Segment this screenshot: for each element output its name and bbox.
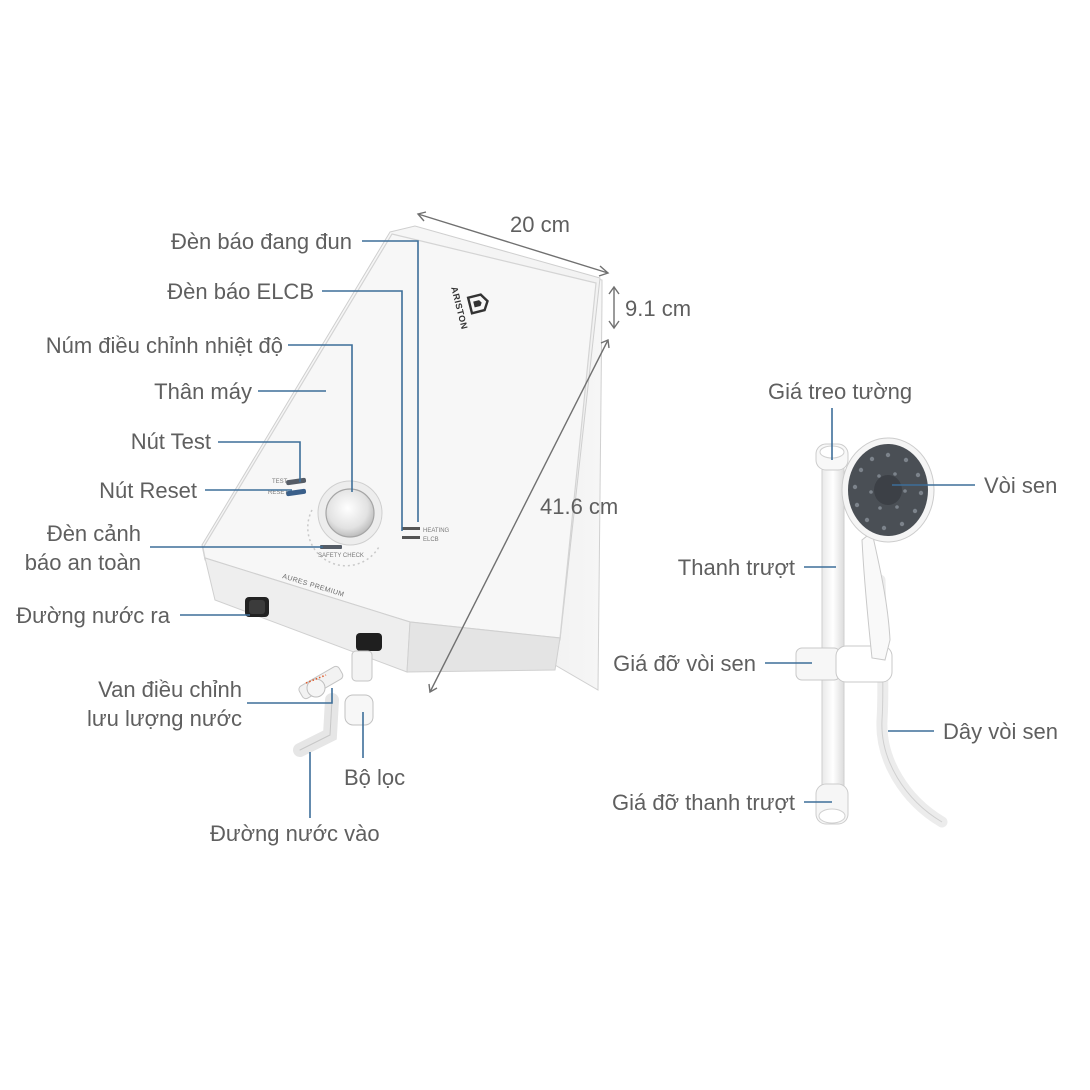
elcb-indicator bbox=[402, 536, 420, 539]
filter-housing bbox=[344, 694, 374, 726]
label-temp-knob: Núm điều chỉnh nhiệt độ bbox=[46, 333, 283, 358]
heater-leaders bbox=[150, 240, 419, 818]
label-flow-valve-2: lưu lượng nước bbox=[87, 706, 242, 731]
water-heater: ARISTON TEST RESET HEATING ELCB SAFETY C… bbox=[201, 225, 603, 757]
shower-handle bbox=[861, 531, 891, 661]
label-test-button: Nút Test bbox=[131, 429, 211, 454]
label-shower-head: Vòi sen bbox=[984, 473, 1057, 498]
label-flow-valve-1: Van điều chỉnh bbox=[98, 677, 242, 702]
shower-set bbox=[795, 437, 948, 828]
shower-hose bbox=[874, 574, 948, 828]
label-water-outlet: Đường nước ra bbox=[16, 603, 170, 628]
flow-valve[interactable] bbox=[297, 665, 344, 700]
label-filter: Bộ lọc bbox=[344, 765, 405, 790]
shower-head[interactable] bbox=[841, 437, 935, 543]
water-outlet-fitting bbox=[245, 597, 269, 617]
bar-bracket bbox=[815, 783, 849, 825]
label-reset-button: Nút Reset bbox=[99, 478, 197, 503]
label-head-holder: Giá đỡ vòi sen bbox=[613, 651, 756, 676]
panel-reset-text: RESET bbox=[268, 490, 288, 496]
safety-indicator bbox=[320, 545, 342, 549]
water-inlet-assembly bbox=[293, 633, 382, 757]
label-water-inlet: Đường nước vào bbox=[210, 821, 380, 846]
label-shower-hose: Dây vòi sen bbox=[943, 719, 1058, 744]
shower-leaders bbox=[765, 408, 975, 803]
label-elcb-light: Đèn báo ELCB bbox=[167, 279, 314, 304]
label-bar-bracket: Giá đỡ thanh trượt bbox=[612, 790, 795, 815]
heating-indicator bbox=[402, 527, 420, 530]
panel-test-text: TEST bbox=[272, 479, 288, 485]
shower-labels: Giá treo tường Vòi sen Thanh trượt Giá đ… bbox=[612, 379, 1058, 815]
dimension-depth: 9.1 cm bbox=[625, 296, 691, 321]
panel-elcb-text: ELCB bbox=[423, 537, 439, 543]
dimension-height: 41.6 cm bbox=[540, 494, 618, 519]
label-slide-bar: Thanh trượt bbox=[678, 555, 795, 580]
dimension-width: 20 cm bbox=[510, 212, 570, 237]
label-safety-light-2: báo an toàn bbox=[25, 550, 141, 575]
panel-heating-text: HEATING bbox=[423, 528, 450, 534]
label-body: Thân máy bbox=[154, 379, 252, 404]
temperature-knob[interactable] bbox=[325, 488, 375, 538]
label-wall-bracket: Giá treo tường bbox=[768, 379, 912, 404]
panel-safety-text: SAFETY CHECK bbox=[318, 553, 364, 559]
label-heating-light: Đèn báo đang đun bbox=[171, 229, 352, 254]
heater-labels: Đèn báo đang đun Đèn báo ELCB Núm điều c… bbox=[16, 229, 405, 846]
test-button[interactable] bbox=[286, 477, 307, 486]
slide-bar bbox=[821, 454, 845, 811]
dimensions: 20 cm 9.1 cm 41.6 cm bbox=[416, 211, 691, 694]
label-safety-light-1: Đèn cảnh bbox=[47, 521, 141, 546]
